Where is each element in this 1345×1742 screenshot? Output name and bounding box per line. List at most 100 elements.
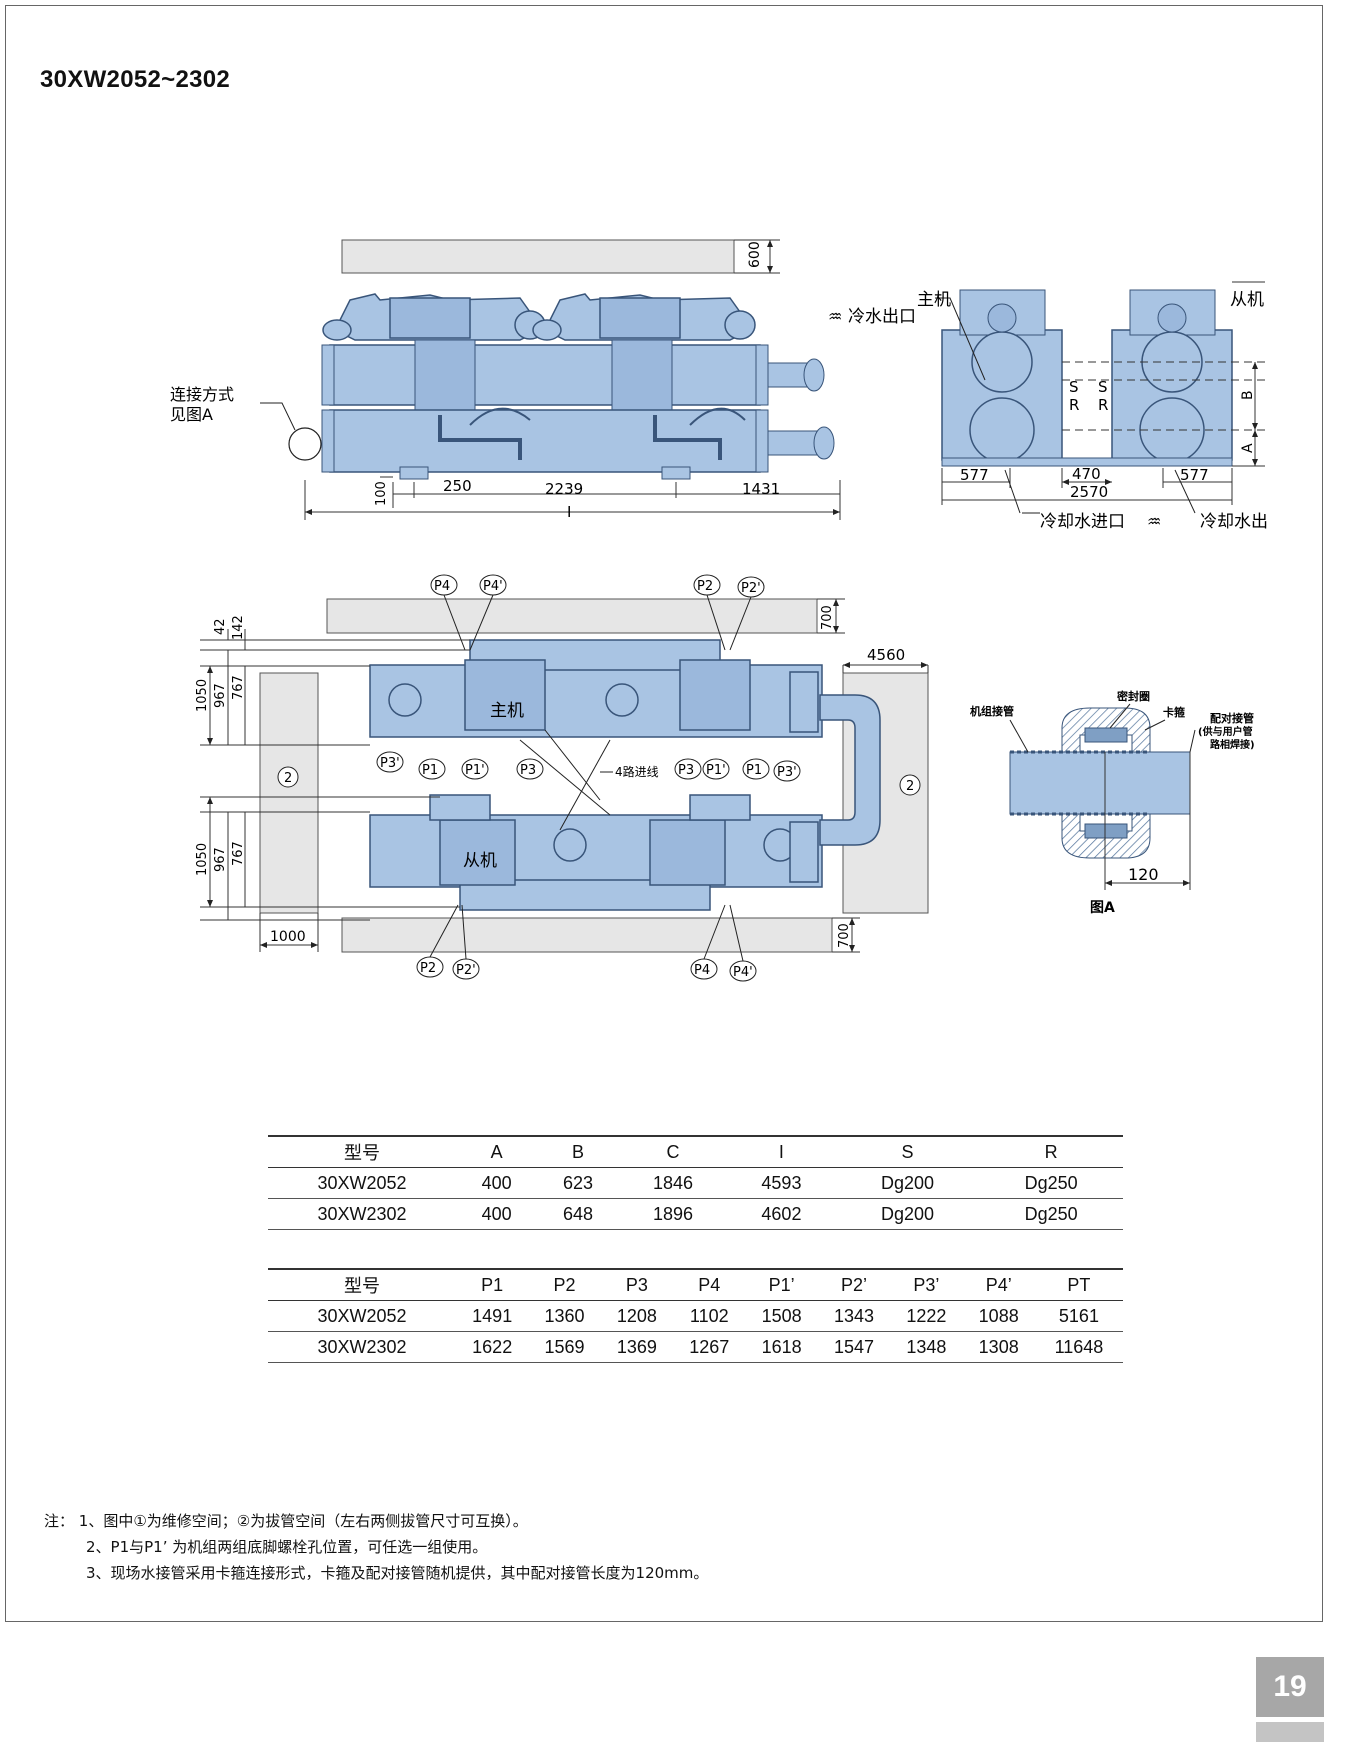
dimension-table: 型号 A B C I S R 30XW2052 400 623 1846 459… xyxy=(268,1135,1123,1230)
dim-967-b: 967 xyxy=(213,847,228,872)
plan-slave-unit-label: 从机 xyxy=(463,851,497,871)
svg-text:P2': P2' xyxy=(456,963,476,978)
detail-unit-pipe xyxy=(1009,751,1106,815)
side-s-left: S xyxy=(1069,378,1079,396)
dim-700-top: 700 xyxy=(820,605,835,630)
space-2-left: 2 xyxy=(277,766,299,788)
table-cell: Dg200 xyxy=(835,1198,980,1230)
plan-view: 主机 从机 4路进线 P4 P4' P2 P2' P3' P1 P1' P3 P… xyxy=(195,574,929,982)
bubble-p4-bottom: P4 xyxy=(690,958,718,980)
table-cell: 1360 xyxy=(528,1300,601,1332)
table-cell: 1618 xyxy=(745,1331,818,1363)
dim-total-length: I xyxy=(567,503,571,521)
svg-text:P3': P3' xyxy=(777,765,797,780)
main-unit-label: 主机 xyxy=(917,290,951,310)
col-a: A xyxy=(456,1135,538,1168)
bolt-position-table: 型号 P1 P2 P3 P4 P1’ P2’ P3’ P4’ PT 30XW20… xyxy=(268,1268,1123,1363)
table-cell: 5161 xyxy=(1034,1300,1123,1332)
bubble-p1-right: P1 xyxy=(742,758,770,780)
table-cell: 4593 xyxy=(727,1167,836,1199)
dim-b: B xyxy=(1240,390,1256,400)
col-p4: P4 xyxy=(673,1268,746,1301)
connection-label-line2: 见图A xyxy=(170,405,213,424)
table-row: 30XW2052 400 623 1846 4593 Dg200 Dg250 xyxy=(268,1167,1123,1199)
bubble-p3p-right: P3' xyxy=(773,760,801,782)
side-r-left: R xyxy=(1069,396,1079,414)
dim-577-left: 577 xyxy=(960,466,989,484)
plan-clearance-left xyxy=(259,672,319,914)
dim-142: 142 xyxy=(231,615,246,640)
chilled-water-outlet-label: 冷水出口 xyxy=(848,307,916,327)
dim-a: A xyxy=(1240,443,1256,453)
water-drop-icon-2: ♒ xyxy=(1147,512,1161,531)
bubble-p1p-right: P1' xyxy=(702,758,730,780)
page-title: 30XW2052~2302 xyxy=(40,66,231,93)
table-cell: 30XW2052 xyxy=(268,1167,456,1199)
dim-767-a: 767 xyxy=(231,675,246,700)
table-cell: 1308 xyxy=(962,1331,1035,1363)
clamp-label: 卡箍 xyxy=(1163,705,1185,719)
detail-caption: 图A xyxy=(1090,900,1115,916)
svg-text:P1': P1' xyxy=(465,763,485,778)
table-row: 30XW2302 1622 1569 1369 1267 1618 1547 1… xyxy=(268,1331,1123,1363)
mating-pipe-label-3: 路相焊接) xyxy=(1210,738,1255,751)
col-model: 型号 xyxy=(268,1135,456,1168)
plan-slave-unit xyxy=(369,794,823,911)
bubble-p2-top: P2 xyxy=(693,574,721,596)
connection-label-line1: 连接方式 xyxy=(170,385,234,404)
table-cell: 1348 xyxy=(890,1331,963,1363)
svg-text:P4: P4 xyxy=(434,579,450,594)
slave-unit-label: 从机 xyxy=(1230,290,1264,310)
space-2-right: 2 xyxy=(899,774,921,796)
table-cell: 648 xyxy=(537,1198,619,1230)
table-cell: 1222 xyxy=(890,1300,963,1332)
table-row: 30XW2052 1491 1360 1208 1102 1508 1343 1… xyxy=(268,1300,1123,1332)
detail-mating-pipe xyxy=(1104,751,1191,815)
table-cell: 1547 xyxy=(817,1331,891,1363)
svg-text:P1': P1' xyxy=(706,763,726,778)
notes: 注： 1、图中①为维修空间；②为拔管空间（左右两侧拔管尺寸可互换）。 2、P1与… xyxy=(44,1508,708,1586)
table-cell: 11648 xyxy=(1034,1331,1123,1363)
svg-text:P4': P4' xyxy=(733,965,753,980)
col-s: S xyxy=(835,1135,980,1168)
dim-42: 42 xyxy=(213,618,228,635)
detail-a: 120 机组接管 密封圈 卡箍 配对接管 (供与用户管 路相焊接) 图A xyxy=(970,689,1255,916)
mating-pipe-label-2: (供与用户管 xyxy=(1198,725,1253,738)
table-cell: 1088 xyxy=(962,1300,1035,1332)
dim-4560: 4560 xyxy=(867,646,905,664)
table-cell: 30XW2052 xyxy=(268,1300,456,1332)
col-p1: P1 xyxy=(456,1268,529,1301)
col-p2-prime: P2’ xyxy=(817,1268,891,1301)
table-cell: 1267 xyxy=(673,1331,746,1363)
page-number-bar xyxy=(1256,1722,1324,1742)
svg-text:P2: P2 xyxy=(420,961,436,976)
svg-text:P4: P4 xyxy=(694,963,710,978)
dim-2239: 2239 xyxy=(545,480,583,498)
table-cell: 400 xyxy=(456,1198,538,1230)
compressor-left xyxy=(322,293,546,341)
bubble-p2p-top: P2' xyxy=(737,576,765,598)
bubble-p4-top: P4 xyxy=(430,574,458,596)
svg-text:P4': P4' xyxy=(483,579,503,594)
bubble-p2-bottom: P2 xyxy=(416,956,444,978)
svg-text:2: 2 xyxy=(906,779,914,794)
table-cell: 30XW2302 xyxy=(268,1198,456,1230)
side-r-right: R xyxy=(1098,396,1108,414)
bubble-p3-left: P3 xyxy=(516,758,544,780)
svg-text:P3: P3 xyxy=(520,763,536,778)
side-s-right: S xyxy=(1098,378,1108,396)
seal-ring-label: 密封圈 xyxy=(1117,689,1150,703)
col-p2: P2 xyxy=(528,1268,601,1301)
svg-text:P2: P2 xyxy=(697,579,713,594)
wiring-label: 4路进线 xyxy=(615,764,659,779)
connection-detail-marker xyxy=(288,427,322,461)
col-b: B xyxy=(537,1135,619,1168)
table-cell: 1508 xyxy=(745,1300,818,1332)
table-cell: Dg250 xyxy=(979,1167,1123,1199)
table-cell: 4602 xyxy=(727,1198,836,1230)
front-clearance-space xyxy=(341,239,735,274)
note-3: 3、现场水接管采用卡箍连接形式，卡箍及配对接管随机提供，其中配对接管长度为120… xyxy=(86,1564,709,1582)
condenser-shell xyxy=(329,344,761,406)
dim-700-bottom: 700 xyxy=(837,923,852,948)
